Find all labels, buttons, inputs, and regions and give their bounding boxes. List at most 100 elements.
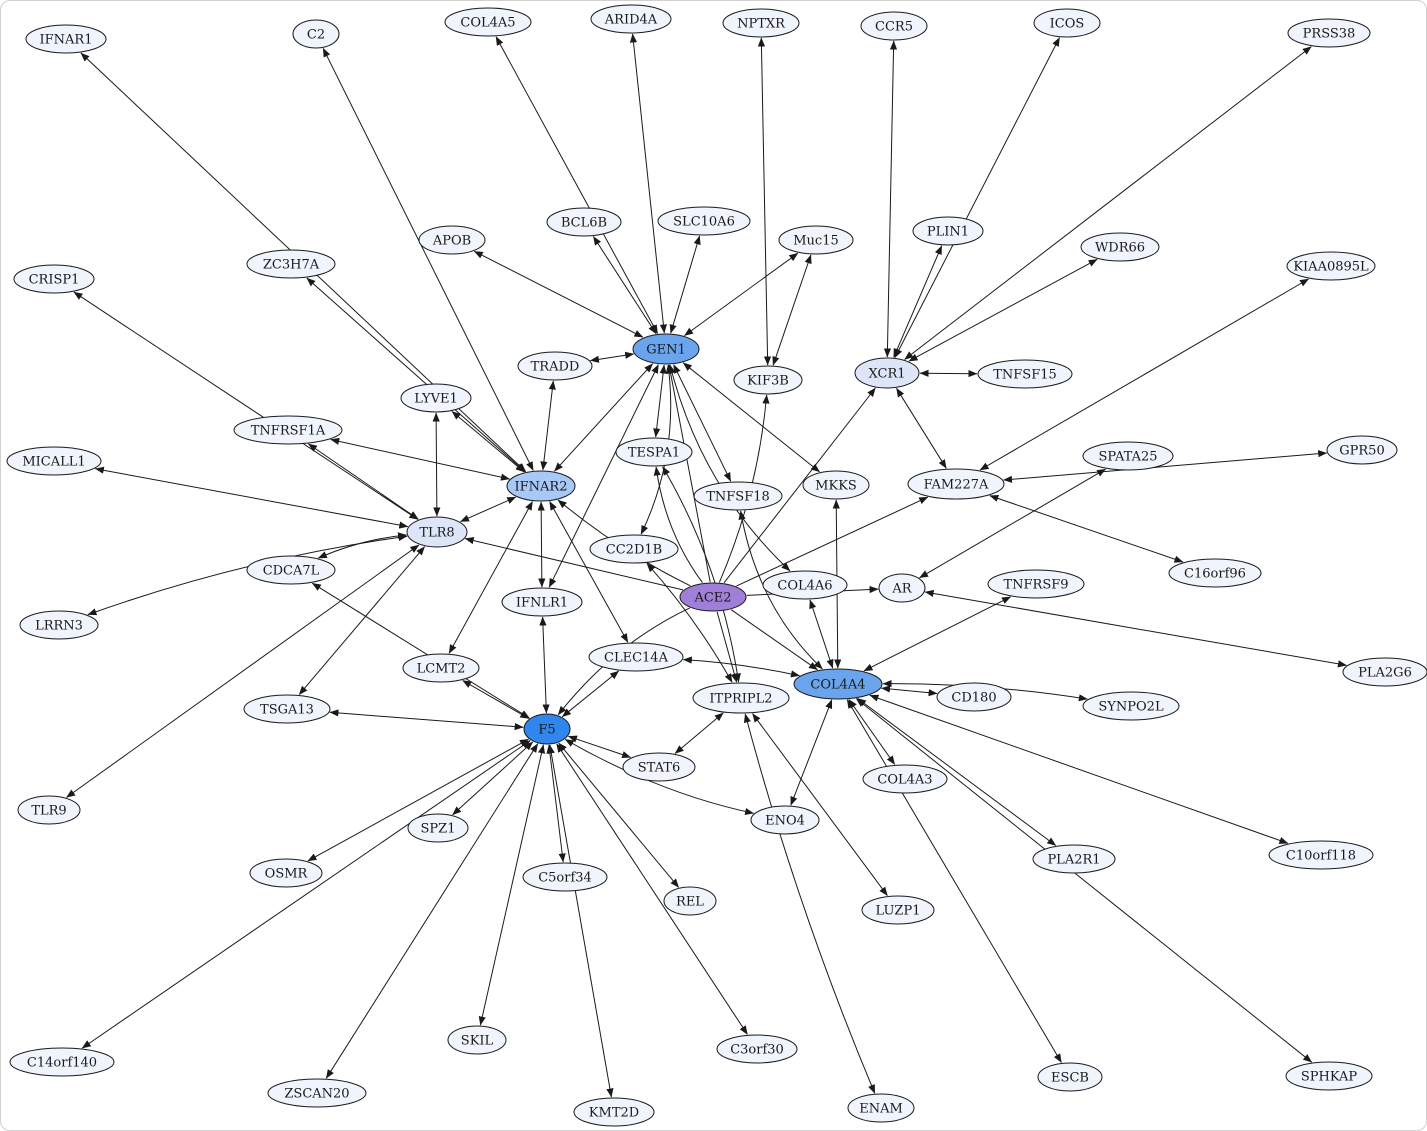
node-itpripl2[interactable]: ITPRIPL2 [692, 682, 790, 714]
node-nptxr[interactable]: NPTXR [722, 8, 800, 38]
node-ellipse [418, 225, 486, 255]
node-col4a4[interactable]: COL4A4 [793, 668, 883, 700]
node-mkks[interactable]: MKKS [802, 470, 870, 500]
node-icos[interactable]: ICOS [1033, 8, 1101, 38]
node-label: ITPRIPL2 [709, 692, 772, 707]
node-zscan20[interactable]: ZSCAN20 [267, 1078, 367, 1108]
node-tnfsf15[interactable]: TNFSF15 [977, 359, 1073, 389]
node-label: ZC3H7A [263, 258, 320, 273]
node-tespa1[interactable]: TESPA1 [615, 437, 693, 467]
node-label: C10orf118 [1286, 849, 1356, 864]
node-kmt2d[interactable]: KMT2D [573, 1097, 655, 1127]
node-apob[interactable]: APOB [418, 225, 486, 255]
node-luzp1[interactable]: LUZP1 [861, 895, 935, 925]
node-label: TNFSF15 [993, 368, 1057, 383]
node-tlr9[interactable]: TLR9 [17, 795, 81, 825]
node-pla2g6[interactable]: PLA2G6 [1342, 657, 1427, 687]
edge-itpripl2-stat6 [674, 712, 724, 754]
node-c5orf34[interactable]: C5orf34 [522, 862, 608, 892]
node-tlr8[interactable]: TLR8 [406, 516, 468, 548]
node-enam[interactable]: ENAM [847, 1093, 915, 1123]
node-plin1[interactable]: PLIN1 [912, 216, 984, 246]
node-cd180[interactable]: CD180 [936, 682, 1012, 712]
node-ifnlr1[interactable]: IFNLR1 [501, 587, 583, 617]
node-clec14a[interactable]: CLEC14A [588, 642, 684, 672]
node-label: WDR66 [1095, 241, 1145, 256]
node-wdr66[interactable]: WDR66 [1080, 232, 1160, 262]
node-f5[interactable]: F5 [523, 713, 571, 745]
node-ifnar1[interactable]: IFNAR1 [25, 24, 107, 54]
node-spata25[interactable]: SPATA25 [1082, 441, 1174, 471]
node-micall1[interactable]: MICALL1 [6, 446, 102, 476]
node-spz1[interactable]: SPZ1 [407, 813, 469, 843]
node-lcmt2[interactable]: LCMT2 [402, 653, 480, 683]
node-col4a5[interactable]: COL4A5 [444, 7, 532, 37]
node-pla2r1[interactable]: PLA2R1 [1032, 844, 1116, 874]
node-eno4[interactable]: ENO4 [750, 805, 820, 835]
node-ace2[interactable]: ACE2 [679, 582, 747, 612]
node-c3orf30[interactable]: C3orf30 [716, 1034, 798, 1064]
node-sphkap[interactable]: SPHKAP [1285, 1061, 1373, 1091]
node-label: COL4A5 [460, 16, 515, 31]
node-ellipse [977, 359, 1073, 389]
node-ellipse [615, 437, 693, 467]
node-muc15[interactable]: Muc15 [778, 225, 854, 255]
node-label: LUZP1 [876, 904, 921, 919]
node-col4a3[interactable]: COL4A3 [862, 764, 948, 794]
node-fam227a[interactable]: FAM227A [907, 468, 1005, 500]
node-ellipse [1168, 558, 1262, 588]
node-label: KIAA0895L [1293, 260, 1369, 275]
node-xcr1[interactable]: XCR1 [854, 357, 920, 389]
node-tradd[interactable]: TRADD [517, 351, 593, 381]
edge-xcr1-fam227a [896, 387, 947, 469]
node-ellipse [663, 886, 717, 916]
node-tnfrsf1a[interactable]: TNFRSF1A [233, 415, 343, 445]
node-osmr[interactable]: OSMR [249, 858, 323, 888]
node-prss38[interactable]: PRSS38 [1287, 18, 1371, 48]
node-ellipse [243, 694, 331, 724]
node-label: CDCA7L [263, 564, 320, 579]
edge-f5-c14orf140 [81, 740, 531, 1049]
node-ellipse [987, 569, 1085, 599]
node-label: TNFSF18 [706, 490, 770, 505]
node-c16orf96[interactable]: C16orf96 [1168, 558, 1262, 588]
edge-col4a4-col4a6 [809, 599, 834, 669]
node-kiaa0895l[interactable]: KIAA0895L [1286, 251, 1376, 281]
node-arid4a[interactable]: ARID4A [590, 4, 672, 34]
node-ellipse [1032, 844, 1116, 874]
node-ccr5[interactable]: CCR5 [860, 11, 928, 41]
edge-xcr1-plin1 [893, 245, 943, 358]
node-stat6[interactable]: STAT6 [622, 752, 696, 782]
node-cdca7l[interactable]: CDCA7L [246, 555, 336, 585]
node-label: PLIN1 [927, 225, 969, 240]
node-col4a6[interactable]: COL4A6 [762, 570, 848, 600]
node-escb[interactable]: ESCB [1037, 1062, 1103, 1092]
node-label: MKKS [815, 479, 857, 494]
node-lrrn3[interactable]: LRRN3 [19, 610, 99, 640]
node-gpr50[interactable]: GPR50 [1326, 435, 1398, 465]
node-label: CLEC14A [604, 651, 669, 666]
node-crisp1[interactable]: CRISP1 [13, 264, 95, 294]
node-cc2d1b[interactable]: CC2D1B [589, 534, 679, 564]
node-tsga13[interactable]: TSGA13 [243, 694, 331, 724]
node-kif3b[interactable]: KIF3B [733, 365, 803, 395]
node-lyve1[interactable]: LYVE1 [400, 383, 472, 413]
node-synpo2l[interactable]: SYNPO2L [1082, 691, 1180, 721]
node-gen1[interactable]: GEN1 [632, 333, 700, 365]
node-ifnar2[interactable]: IFNAR2 [506, 470, 576, 502]
node-rel[interactable]: REL [663, 886, 717, 916]
node-c2[interactable]: C2 [292, 19, 340, 49]
node-c14orf140[interactable]: C14orf140 [9, 1047, 115, 1077]
node-c10orf118[interactable]: C10orf118 [1268, 840, 1374, 870]
node-tnfrsf9[interactable]: TNFRSF9 [987, 569, 1085, 599]
node-skil[interactable]: SKIL [447, 1025, 507, 1055]
node-tnfsf18[interactable]: TNFSF18 [693, 481, 783, 511]
node-ar[interactable]: AR [878, 573, 926, 603]
node-label: KIF3B [747, 374, 789, 389]
edge-gen1-tnfsf18 [673, 364, 732, 482]
node-zc3h7a[interactable]: ZC3H7A [246, 249, 336, 279]
node-ellipse [1286, 251, 1376, 281]
node-slc10a6[interactable]: SLC10A6 [657, 206, 751, 236]
node-bcl6b[interactable]: BCL6B [546, 207, 622, 237]
